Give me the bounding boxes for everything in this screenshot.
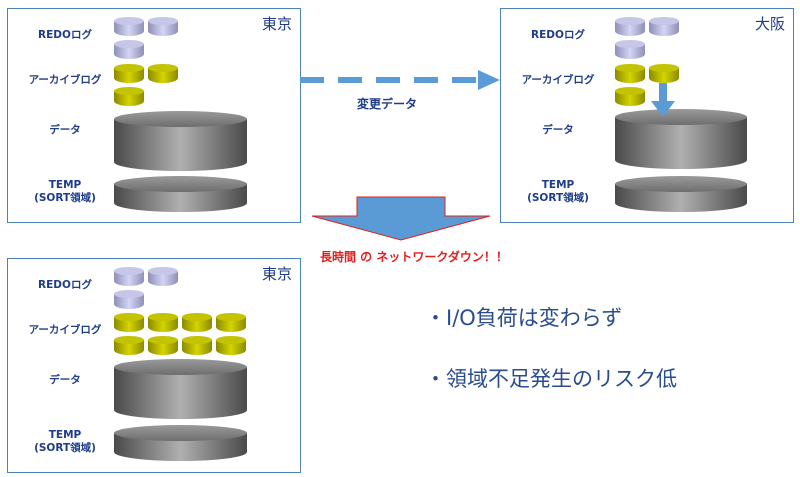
redo-log-label: REDOログ	[38, 279, 92, 291]
redo-log-cylinder	[114, 290, 144, 309]
redo-log-cylinder	[148, 267, 178, 286]
redo-log-cylinder	[615, 17, 645, 36]
archive-log-cylinder	[114, 313, 144, 332]
archive-log-cylinder	[114, 87, 144, 106]
archive-log-cylinder	[182, 313, 212, 332]
archive-log-cylinder	[216, 336, 246, 355]
temp-text: TEMP	[48, 179, 82, 191]
bullet-io-load: ・I/O負荷は変わらず	[425, 306, 623, 330]
archive-log-cylinder	[182, 336, 212, 355]
osaka-site-box: 大阪 REDOログ アーカイブログ データ TEMP(SORT領域)	[500, 8, 794, 223]
archive-log-cylinder	[148, 336, 178, 355]
archive-log-cylinder	[649, 64, 679, 83]
sort-text: (SORT領域)	[34, 442, 96, 454]
temp-label: TEMP(SORT領域)	[10, 429, 120, 455]
archive-log-cylinder	[216, 313, 246, 332]
redo-log-cylinder	[649, 17, 679, 36]
redo-log-cylinder	[114, 40, 144, 59]
sort-text: (SORT領域)	[34, 192, 96, 204]
temp-cylinder	[114, 425, 247, 461]
data-cylinder	[114, 359, 247, 419]
archive-log-cylinder	[114, 336, 144, 355]
archive-log-label: アーカイブログ	[28, 74, 102, 86]
tokyo-site-box: 東京 REDOログ アーカイブログ データ TEMP(SORT領域)	[7, 8, 301, 223]
archive-log-cylinder	[615, 64, 645, 83]
change-data-label: 変更データ	[357, 97, 418, 111]
archive-log-label: アーカイブログ	[521, 74, 595, 86]
archive-log-cylinder	[615, 87, 645, 106]
sort-text: (SORT領域)	[527, 192, 589, 204]
site-name: 東京	[261, 15, 292, 33]
site-name: 東京	[261, 265, 292, 283]
archive-log-cylinder	[148, 313, 178, 332]
temp-cylinder	[615, 176, 747, 212]
data-cylinder	[615, 109, 747, 169]
network-down-alert: 長時間 の ネットワークダウン！！	[320, 250, 508, 264]
data-label: データ	[49, 374, 81, 386]
apply-arrow-icon	[651, 83, 675, 117]
temp-text: TEMP	[48, 429, 82, 441]
tokyo-site-box-after: 東京 REDOログ アーカイブログ データ TEMP(SORT領域)	[7, 258, 301, 473]
data-label: データ	[49, 124, 81, 136]
redo-log-cylinder	[114, 17, 144, 36]
archive-log-label: アーカイブログ	[28, 324, 102, 336]
redo-log-label: REDOログ	[531, 29, 585, 41]
bullet-low-risk: ・領域不足発生のリスク低	[425, 367, 677, 391]
site-name: 大阪	[754, 15, 785, 33]
dashed-transfer-arrow-icon	[300, 70, 500, 90]
archive-log-cylinder	[148, 64, 178, 83]
data-cylinder	[114, 111, 247, 171]
temp-text: TEMP	[541, 179, 575, 191]
redo-log-cylinder	[615, 40, 645, 59]
redo-log-label: REDOログ	[38, 29, 92, 41]
archive-log-cylinder	[114, 64, 144, 83]
redo-log-cylinder	[148, 17, 178, 36]
temp-cylinder	[114, 176, 247, 212]
down-arrow-icon	[311, 196, 491, 241]
data-label: データ	[542, 124, 574, 136]
temp-label: TEMP(SORT領域)	[10, 179, 120, 205]
temp-label: TEMP(SORT領域)	[503, 179, 613, 205]
redo-log-cylinder	[114, 267, 144, 286]
